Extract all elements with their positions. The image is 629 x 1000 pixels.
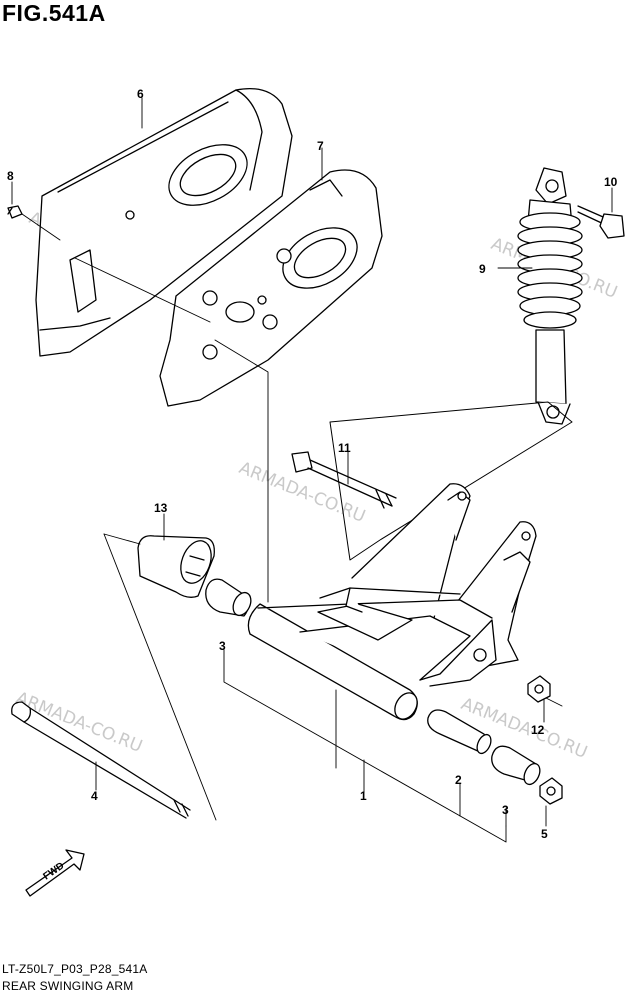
callout-8: 8 xyxy=(7,169,14,183)
watermark: ARMADA-CO.RU xyxy=(458,694,590,763)
bushing-cap-part-13 xyxy=(137,535,215,598)
bushing-part-3-upper xyxy=(205,578,252,617)
shock-absorber-part-9 xyxy=(517,167,583,425)
callout-10: 10 xyxy=(604,175,618,189)
callout-11: 11 xyxy=(338,441,351,455)
assembly-leaders xyxy=(21,213,563,707)
callout-3: 3 xyxy=(219,639,226,653)
callout-13: 13 xyxy=(154,501,168,515)
swing-arm-part-1 xyxy=(247,587,497,721)
figure-caption: REAR SWINGING ARM xyxy=(2,979,134,993)
sleeve-part-2 xyxy=(427,709,492,755)
callout-6: 6 xyxy=(137,87,144,101)
bushing-part-3-lower xyxy=(491,745,541,786)
inner-plate-part-7 xyxy=(159,169,383,407)
watermark: ARMADA-CO.RU xyxy=(13,688,145,757)
shock-spring xyxy=(517,212,583,329)
callout-3: 3 xyxy=(502,803,509,817)
bolt-part-10 xyxy=(577,205,625,239)
callout-5: 5 xyxy=(541,827,548,841)
pivot-bolt-part-4 xyxy=(11,701,191,819)
chain-cover-part-6 xyxy=(35,87,293,357)
callout-9: 9 xyxy=(479,262,486,276)
callout-1: 1 xyxy=(360,789,367,803)
callout-7: 7 xyxy=(317,139,324,153)
figure-code: LT-Z50L7_P03_P28_541A xyxy=(2,962,148,976)
callout-2: 2 xyxy=(455,773,462,787)
callout-4: 4 xyxy=(91,789,98,803)
callout-lines xyxy=(11,97,613,843)
fwd-arrow-icon xyxy=(25,849,85,897)
callout-12: 12 xyxy=(531,723,545,737)
callout-numbers: 1 2 3 3 4 5 6 7 8 9 10 11 12 13 xyxy=(7,87,618,841)
nut-part-5 xyxy=(539,777,563,805)
bolt-part-11 xyxy=(291,451,397,509)
nut-part-12 xyxy=(527,675,551,703)
bolt-part-8 xyxy=(7,205,23,219)
figure-title: FIG.541A xyxy=(2,0,106,26)
